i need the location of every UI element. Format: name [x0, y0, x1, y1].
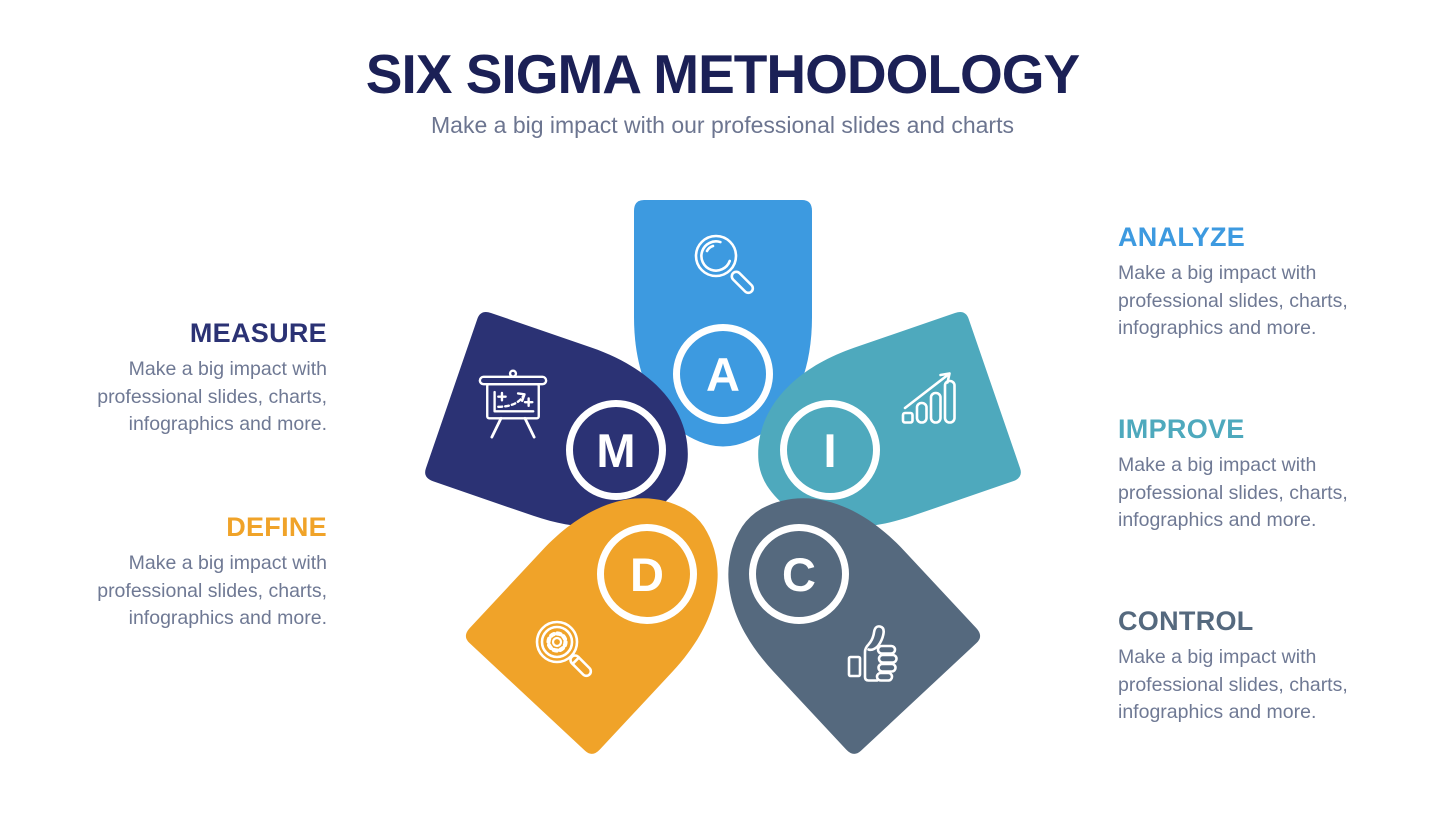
step-block-measure: MEASURE Make a big impact with professio… — [65, 318, 327, 439]
search-icon — [694, 234, 755, 295]
step-description: Make a big impact with professional slid… — [1118, 262, 1348, 339]
step-block-analyze: ANALYZE Make a big impact with professio… — [1118, 222, 1380, 343]
step-description: Make a big impact with professional slid… — [1118, 454, 1348, 531]
step-title: DEFINE — [226, 512, 327, 542]
step-title: IMPROVE — [1118, 414, 1245, 444]
badge-letter: I — [823, 424, 836, 477]
badge-circle — [780, 400, 880, 500]
badge-circle — [597, 524, 697, 624]
badge-letter: M — [596, 424, 635, 477]
letter-badge-control: C — [749, 524, 849, 624]
letter-badge-measure: M — [566, 400, 666, 500]
step-block-improve: IMPROVE Make a big impact with professio… — [1118, 414, 1380, 535]
step-title: ANALYZE — [1118, 222, 1246, 252]
badge-letter: C — [782, 548, 816, 601]
page-subtitle: Make a big impact with our professional … — [431, 112, 1014, 138]
step-block-define: DEFINE Make a big impact with profession… — [65, 512, 327, 633]
strategy-board-icon — [478, 369, 548, 439]
badge-circle — [566, 400, 666, 500]
step-block-control: CONTROL Make a big impact with professio… — [1118, 606, 1380, 727]
letter-badge-define: D — [597, 524, 697, 624]
step-description: Make a big impact with professional slid… — [97, 358, 327, 435]
step-description: Make a big impact with professional slid… — [1118, 646, 1348, 723]
step-title: MEASURE — [189, 318, 327, 348]
gear-magnifier-icon — [535, 620, 593, 678]
growth-chart-icon — [901, 372, 956, 424]
letter-badge-analyze: A — [673, 324, 773, 424]
step-title: CONTROL — [1118, 606, 1254, 636]
letter-badge-improve: I — [780, 400, 880, 500]
badge-letter: D — [630, 548, 664, 601]
step-description: Make a big impact with professional slid… — [97, 552, 327, 629]
page-title: SIX SIGMA METHODOLOGY — [365, 43, 1080, 105]
thumbs-up-icon — [847, 625, 898, 682]
badge-circle — [749, 524, 849, 624]
badge-circle — [673, 324, 773, 424]
badge-letter: A — [706, 348, 740, 401]
